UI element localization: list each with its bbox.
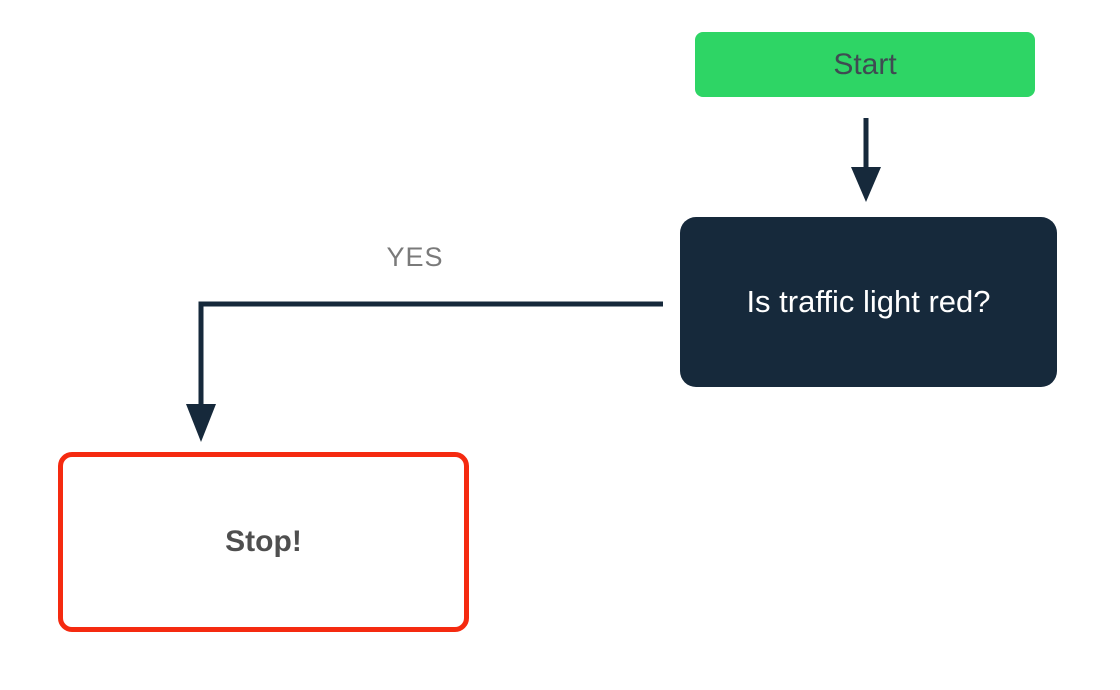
decision-node-label: Is traffic light red? <box>746 284 991 319</box>
arrowhead-down-icon <box>851 167 881 202</box>
edge-start-to-decision <box>851 118 881 202</box>
start-node: Start <box>695 32 1035 97</box>
stop-node-label: Stop! <box>225 525 302 558</box>
edge-decision-to-stop <box>186 301 663 442</box>
arrowhead-down-icon <box>186 404 216 442</box>
edge-line-elbow <box>198 301 663 407</box>
start-node-label: Start <box>833 47 897 81</box>
edge-label-yes: YES <box>386 242 444 272</box>
decision-node: Is traffic light red? <box>680 217 1057 387</box>
stop-node: Stop! <box>58 452 469 632</box>
